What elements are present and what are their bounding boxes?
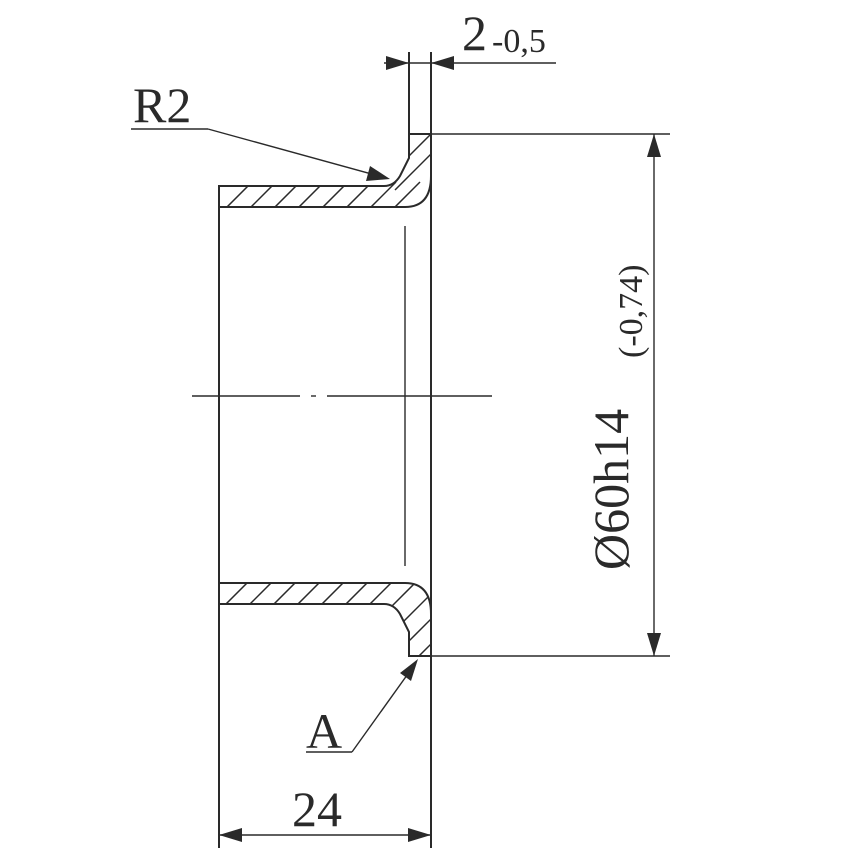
diameter-value: Ø60h14	[583, 409, 639, 570]
top-wall-section	[218, 133, 432, 208]
radius-callout: R2	[131, 77, 390, 181]
diameter-tolerance: (-0,74)	[613, 265, 650, 358]
view-label: A	[306, 703, 342, 759]
length-value: 24	[292, 781, 342, 837]
length-dimension: 24	[219, 781, 431, 842]
thickness-tolerance: -0,5	[492, 23, 546, 60]
thickness-dimension: 2 -0,5	[384, 5, 556, 70]
bottom-wall-section	[218, 582, 432, 657]
view-callout: A	[306, 659, 418, 759]
thickness-value: 2	[462, 5, 487, 61]
radius-label: R2	[133, 77, 191, 133]
diameter-dimension: Ø60h14 (-0,74)	[431, 133, 670, 657]
